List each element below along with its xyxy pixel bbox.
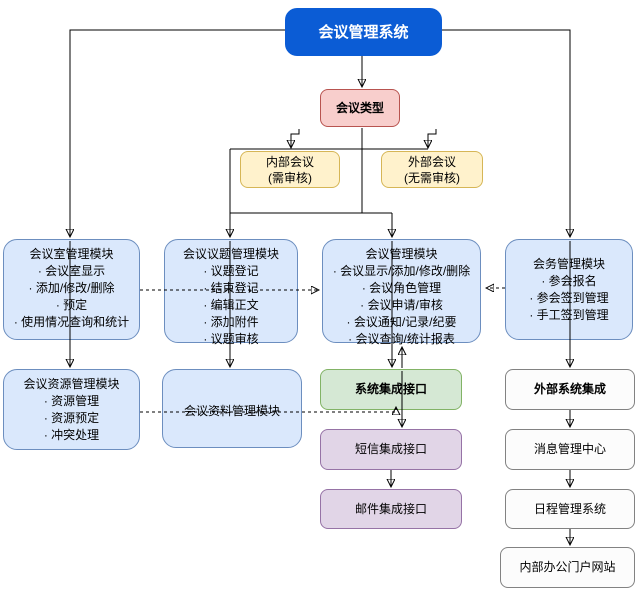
module-bullet: 参会签到管理: [506, 290, 632, 307]
module-bullet: 会议室显示: [4, 263, 139, 280]
module-bullet-list: 议题登记 结束登记 编辑正文 添加附件 议题审核: [165, 263, 297, 348]
module-title: 会议管理模块: [365, 247, 438, 261]
module-bullet: 添加附件: [165, 314, 297, 331]
node-external-meeting[interactable]: 外部会议 (无需审核): [381, 151, 483, 188]
module-meeting-management[interactable]: 会议管理模块 会议显示/添加/修改/删除 会议角色管理 会议申请/审核 会议通知…: [322, 239, 481, 346]
module-bullet: 议题登记: [165, 263, 297, 280]
edge-type-to-external: [428, 129, 437, 147]
module-bullet: 结束登记: [165, 280, 297, 297]
node-label: 邮件集成接口: [354, 501, 427, 516]
module-bullet: 手工签到管理: [506, 307, 632, 324]
node-label: 系统集成接口: [354, 382, 427, 396]
node-schedule-management-system[interactable]: 日程管理系统: [505, 489, 635, 529]
module-title: 会议资源管理模块: [23, 377, 120, 391]
node-system-integration-interface[interactable]: 系统集成接口: [320, 369, 462, 410]
node-external-system-integration[interactable]: 外部系统集成: [505, 369, 635, 410]
node-label: 消息管理中心: [533, 442, 606, 456]
module-bullet: 预定: [4, 297, 139, 314]
node-meeting-type[interactable]: 会议类型: [320, 89, 400, 127]
node-mail-integration-interface[interactable]: 邮件集成接口: [320, 489, 462, 529]
node-internal-meeting[interactable]: 内部会议 (需审核): [240, 151, 340, 188]
module-meeting-resource-management[interactable]: 会议资源管理模块 资源管理 资源预定 冲突处理: [3, 369, 140, 450]
module-bullet-list: 资源管理 资源预定 冲突处理: [4, 393, 139, 444]
node-message-management-center[interactable]: 消息管理中心: [505, 429, 635, 470]
node-label: 内部办公门户网站: [519, 560, 616, 574]
module-bullet-list: 会议室显示 添加/修改/删除 预定 使用情况查询和统计: [4, 263, 139, 331]
edge-root-to-service: [442, 29, 570, 236]
module-bullet: 会议显示/添加/修改/删除: [323, 263, 480, 280]
edge-type-to-internal: [291, 129, 300, 147]
edge-root-to-room: [70, 29, 285, 236]
module-bullet: 会议角色管理: [323, 280, 480, 297]
node-label: 外部系统集成: [533, 382, 606, 396]
node-label: 会议资料管理模块: [183, 404, 280, 418]
module-bullet: 资源管理: [4, 393, 139, 410]
module-bullet: 参会报名: [506, 273, 632, 290]
module-bullet: 会议查询/统计报表: [323, 331, 480, 348]
module-bullet-list: 参会报名 参会签到管理 手工签到管理: [506, 273, 632, 324]
module-bullet: 议题审核: [165, 331, 297, 348]
node-label: 日程管理系统: [533, 501, 606, 516]
node-label: 内部会议 (需审核): [266, 154, 314, 186]
module-bullet: 添加/修改/删除: [4, 280, 139, 297]
module-title: 会议议题管理模块: [182, 247, 279, 261]
module-bullet-list: 会议显示/添加/修改/删除 会议角色管理 会议申请/审核 会议通知/记录/纪要 …: [323, 263, 480, 348]
module-bullet: 冲突处理: [4, 427, 139, 444]
node-label: 外部会议 (无需审核): [404, 154, 460, 186]
module-meeting-room-management[interactable]: 会议室管理模块 会议室显示 添加/修改/删除 预定 使用情况查询和统计: [3, 239, 140, 340]
module-meeting-topic-management[interactable]: 会议议题管理模块 议题登记 结束登记 编辑正文 添加附件 议题审核: [164, 239, 298, 346]
node-label-line2: (无需审核): [404, 170, 460, 185]
module-bullet: 资源预定: [4, 410, 139, 427]
node-label: 会议管理系统: [318, 23, 409, 41]
module-bullet: 会议通知/记录/纪要: [323, 314, 480, 331]
module-bullet: 使用情况查询和统计: [4, 314, 139, 331]
node-label-line2: (需审核): [267, 170, 312, 185]
node-sms-integration-interface[interactable]: 短信集成接口: [320, 429, 462, 470]
module-bullet: 会议申请/审核: [323, 297, 480, 314]
node-meeting-management-system[interactable]: 会议管理系统: [285, 8, 442, 56]
module-meeting-material-management[interactable]: 会议资料管理模块: [162, 369, 302, 448]
node-label: 会议类型: [335, 100, 384, 115]
module-bullet: 编辑正文: [165, 297, 297, 314]
node-internal-office-portal[interactable]: 内部办公门户网站: [500, 547, 635, 588]
node-label: 短信集成接口: [354, 442, 427, 456]
node-label-line1: 外部会议: [407, 154, 456, 169]
node-label-line1: 内部会议: [265, 154, 314, 169]
module-title: 会议室管理模块: [29, 247, 114, 261]
module-title: 会务管理模块: [532, 257, 605, 271]
module-meeting-affairs-management[interactable]: 会务管理模块 参会报名 参会签到管理 手工签到管理: [505, 239, 633, 340]
